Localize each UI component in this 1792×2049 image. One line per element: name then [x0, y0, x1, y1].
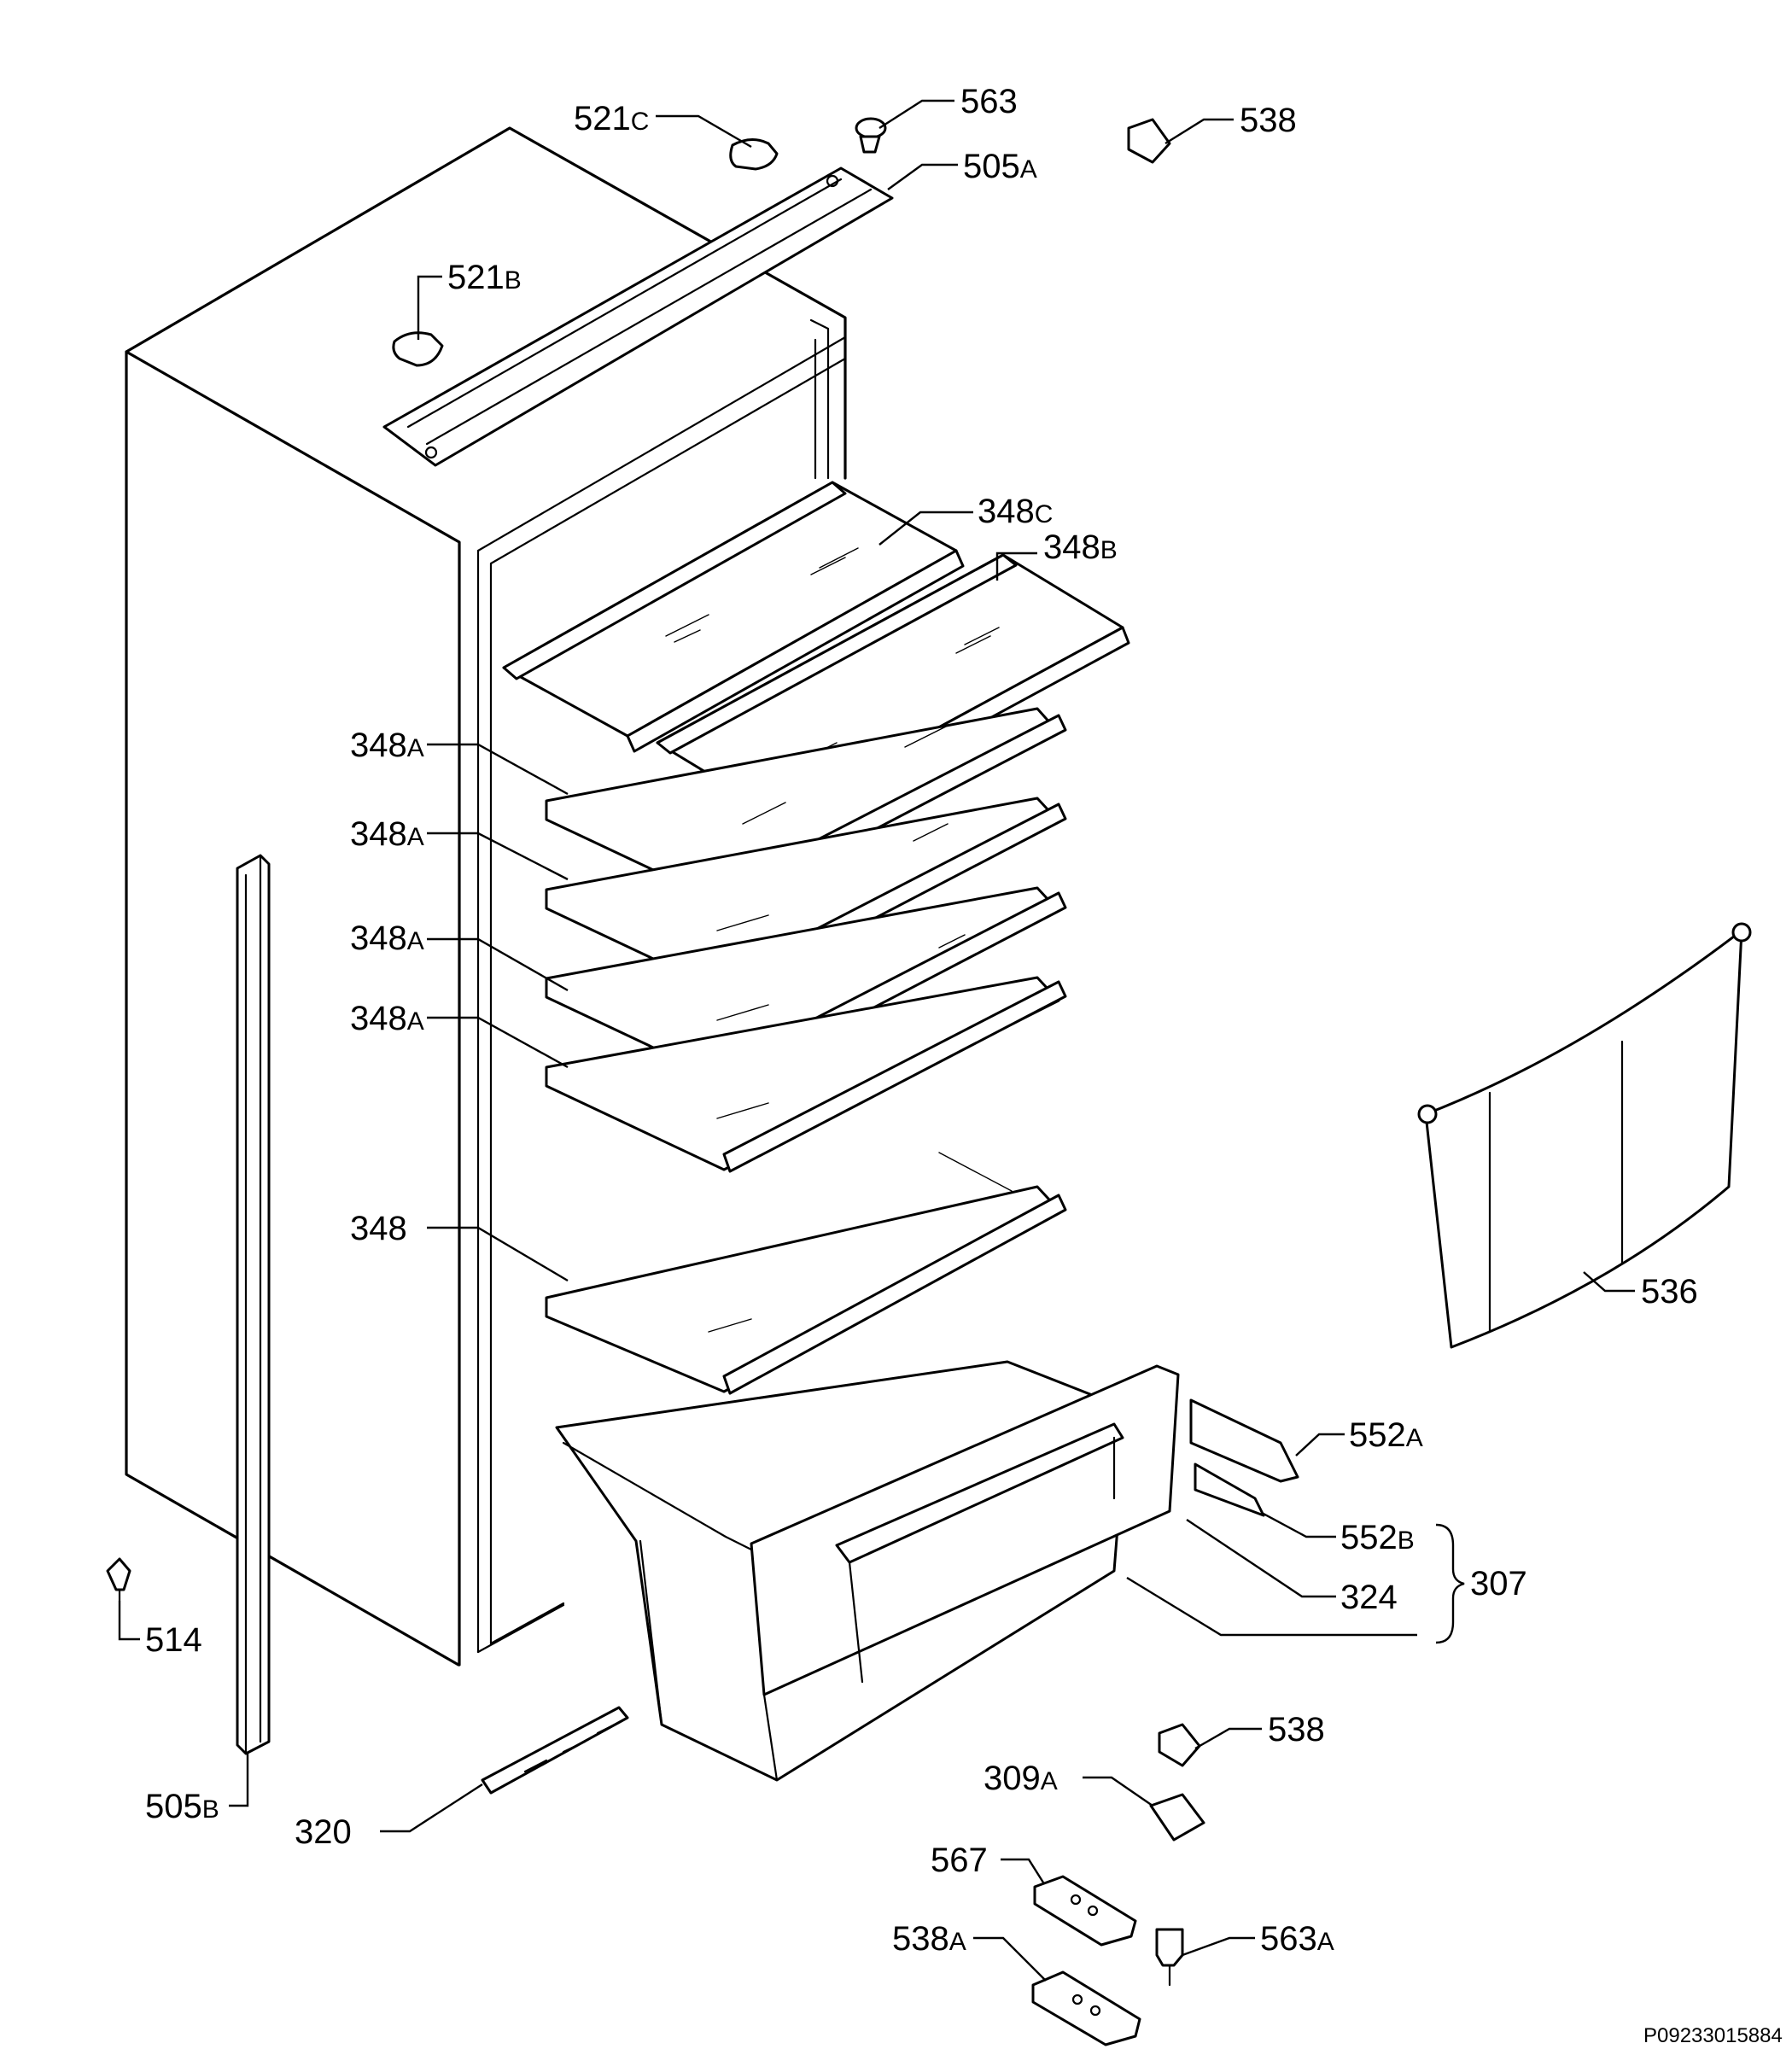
- part-521c-icon: [729, 138, 779, 171]
- part-567-icon: [1033, 1875, 1137, 1947]
- cabinet-body: [125, 126, 847, 1755]
- part-309a-icon: [1149, 1793, 1205, 1842]
- callout-348a-4: 348A: [350, 1000, 424, 1037]
- callout-552a: 552A: [1349, 1416, 1423, 1454]
- callout-348a-1: 348A: [350, 727, 424, 764]
- callout-567: 567: [931, 1842, 988, 1879]
- part-521b-icon: [392, 331, 444, 367]
- rail-552b: [1194, 1462, 1265, 1517]
- callout-521b: 521B: [447, 259, 522, 296]
- part-538-top-icon: [1127, 118, 1171, 164]
- shelf-348c: [502, 481, 965, 753]
- callout-521c: 521C: [574, 100, 649, 137]
- door-bin-536: [1417, 922, 1752, 1349]
- callout-563a: 563A: [1260, 1920, 1334, 1958]
- callout-536: 536: [1641, 1273, 1698, 1311]
- callout-324: 324: [1340, 1579, 1398, 1616]
- rail-552a: [1189, 1398, 1299, 1483]
- callout-348: 348: [350, 1210, 407, 1247]
- shelf-348: [545, 1152, 1067, 1395]
- part-538-bottom-icon: [1158, 1723, 1201, 1767]
- callout-505b: 505B: [145, 1788, 219, 1825]
- part-514-icon: [106, 1557, 131, 1602]
- drawing-code: P09233015884: [1643, 2024, 1783, 2047]
- callout-538-top: 538: [1240, 102, 1297, 139]
- door-seal-505b: [236, 854, 271, 1755]
- part-563-icon: [855, 117, 887, 154]
- callout-320: 320: [295, 1813, 352, 1851]
- callout-514: 514: [145, 1621, 202, 1659]
- callout-348a-2: 348A: [350, 815, 424, 853]
- leader-lines: [118, 99, 1635, 1982]
- callout-538-bottom: 538: [1268, 1711, 1325, 1748]
- part-538a-icon: [1031, 1970, 1141, 2046]
- part-563a-icon: [1155, 1928, 1184, 1987]
- callout-307: 307: [1470, 1565, 1527, 1602]
- callout-348a-3: 348A: [350, 919, 424, 957]
- callout-348c: 348C: [978, 493, 1053, 530]
- callout-552b: 552B: [1340, 1519, 1415, 1556]
- callout-labels: 521C 563 538 505A 521B 348C 348B 348A 34…: [145, 83, 1698, 1958]
- callout-348b: 348B: [1043, 528, 1118, 566]
- callout-538a: 538A: [892, 1920, 966, 1958]
- part-320-strip: [481, 1706, 629, 1795]
- shelf-348a-4: [545, 976, 1067, 1173]
- callout-309a: 309A: [984, 1760, 1058, 1797]
- callout-563: 563: [960, 83, 1018, 120]
- crisper-drawer-324: [555, 1360, 1180, 1782]
- callout-505a: 505A: [963, 148, 1037, 185]
- top-cover-505a: [382, 166, 894, 467]
